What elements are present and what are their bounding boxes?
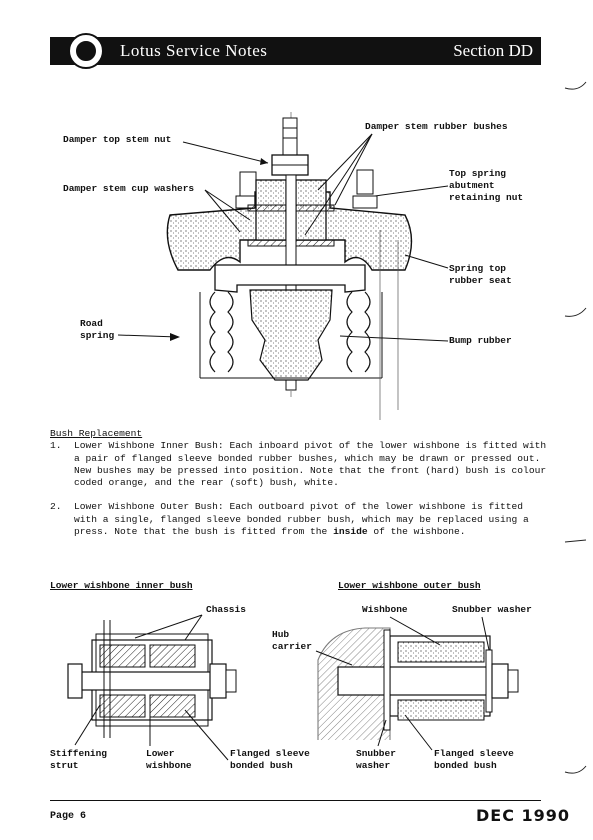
label-chassis: Chassis [206,604,246,615]
label-hub-carrier: Hub carrier [272,629,312,652]
label-flanged-sleeve-outer: Flanged sleeve bonded bush [434,748,514,771]
item-number: 2. [50,501,62,513]
item-text-before: Lower Wishbone Outer Bush: Each outboard… [74,501,529,538]
item-text: Lower Wishbone Inner Bush: Each inboard … [74,440,547,489]
list-item: 1. Lower Wishbone Inner Bush: Each inboa… [50,440,550,489]
item-text-emphasis: inside [333,526,368,538]
label-bump-rubber: Bump rubber [449,335,512,346]
header-section: Section DD [453,41,533,60]
page-number: Page 6 [50,811,87,822]
label-damper-stem-cup-washers: Damper stem cup washers [63,183,195,194]
bush-replacement-section: Bush Replacement 1. Lower Wishbone Inner… [50,428,550,538]
item-number: 1. [50,440,62,452]
item-text-after: of the wishbone. [367,526,466,538]
label-snubber-washer-bottom: Snubber washer [356,748,396,771]
label-wishbone: Wishbone [362,604,408,615]
outer-bush-caption: Lower wishbone outer bush [338,580,481,591]
footer-date: DEC 1990 [476,806,571,825]
list-item: 2. Lower Wishbone Outer Bush: Each outbo… [50,501,550,538]
header-title: Lotus Service Notes [120,41,268,60]
label-top-spring-abutment: Top spring abutment retaining nut [449,168,524,203]
footer-rule [50,800,541,801]
label-lower-wishbone: Lower wishbone [146,748,192,771]
lotus-logo-icon [68,33,104,69]
inner-bush-caption: Lower wishbone inner bush [50,580,193,591]
label-road-spring: Road spring [80,318,115,341]
label-snubber-washer-top: Snubber washer [452,604,532,615]
label-stiffening-strut: Stiffening strut [50,748,108,771]
label-flanged-sleeve-inner: Flanged sleeve bonded bush [230,748,310,771]
label-spring-top-rubber-seat: Spring top rubber seat [449,263,512,286]
label-damper-stem-rubber-bushes: Damper stem rubber bushes [365,121,508,132]
label-damper-top-stem-nut: Damper top stem nut [63,134,172,145]
header-bar [50,37,541,65]
bush-replacement-heading: Bush Replacement [50,428,143,439]
